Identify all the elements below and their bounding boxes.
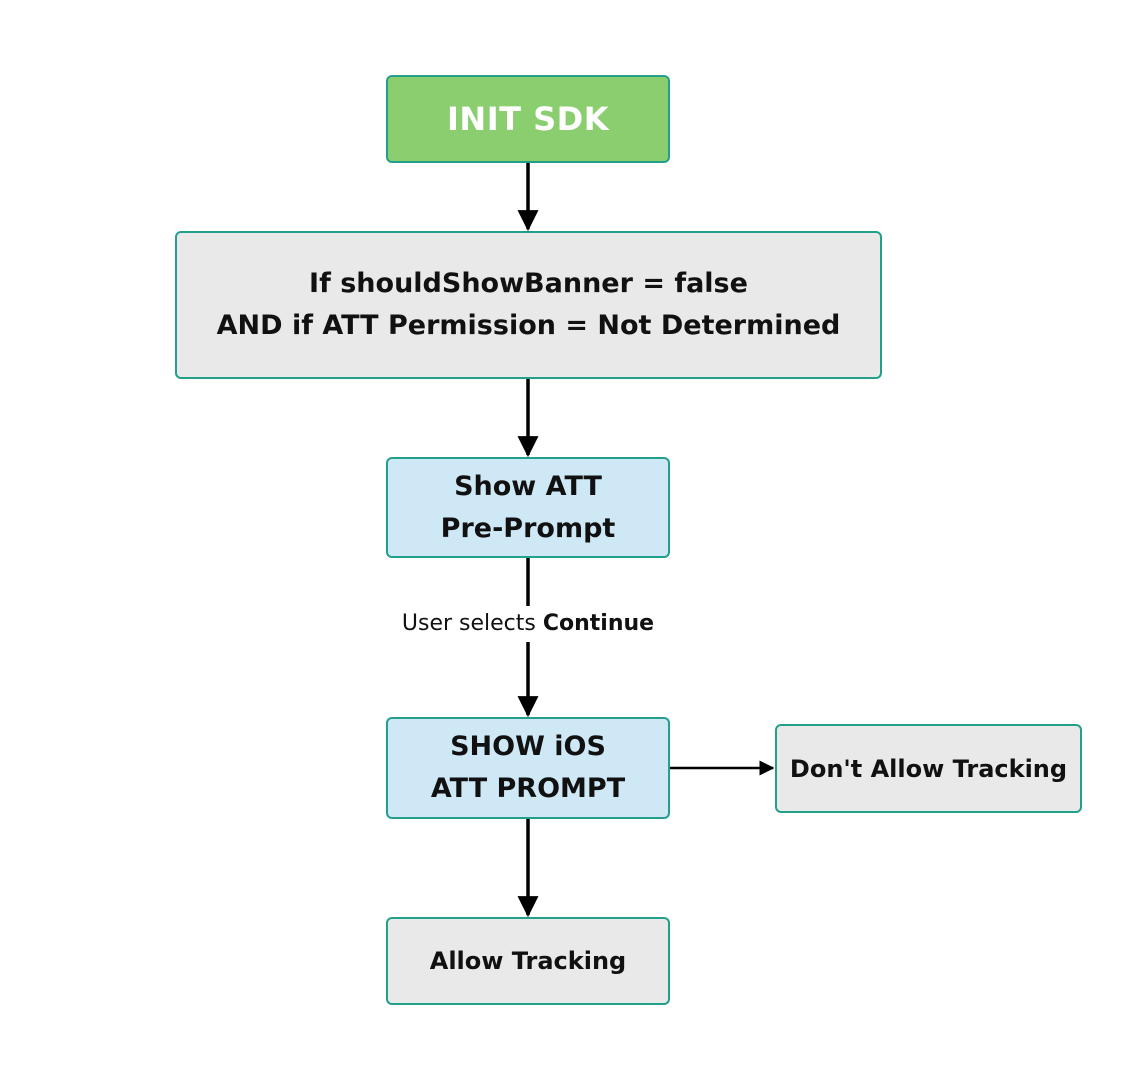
node-allow-tracking: Allow Tracking	[386, 917, 670, 1005]
edge-label-user-selects-continue: User selects Continue	[340, 606, 716, 642]
node-allow-tracking-label: Allow Tracking	[429, 947, 627, 975]
edge-label-prefix: User selects	[401, 611, 543, 636]
edge-label-emphasis: Continue	[542, 611, 655, 636]
node-condition-line-2: AND if ATT Permission = Not Determined	[216, 310, 841, 341]
node-att-pre-prompt-line-1: Show ATT	[454, 470, 602, 502]
node-condition: If shouldShowBanner = false AND if ATT P…	[175, 231, 882, 379]
node-ios-att-prompt-line-1: SHOW iOS	[450, 731, 606, 762]
node-att-pre-prompt-line-2: Pre-Prompt	[440, 512, 616, 544]
node-init-sdk-label: INIT SDK	[447, 100, 609, 138]
node-ios-att-prompt-line-2: ATT PROMPT	[430, 773, 626, 804]
node-condition-line-1: If shouldShowBanner = false	[309, 268, 748, 299]
node-dont-allow-tracking: Don't Allow Tracking	[775, 724, 1082, 813]
node-init-sdk: INIT SDK	[386, 75, 670, 163]
node-dont-allow-tracking-label: Don't Allow Tracking	[789, 754, 1068, 783]
node-att-pre-prompt: Show ATT Pre-Prompt	[386, 457, 670, 558]
node-ios-att-prompt: SHOW iOS ATT PROMPT	[386, 717, 670, 819]
